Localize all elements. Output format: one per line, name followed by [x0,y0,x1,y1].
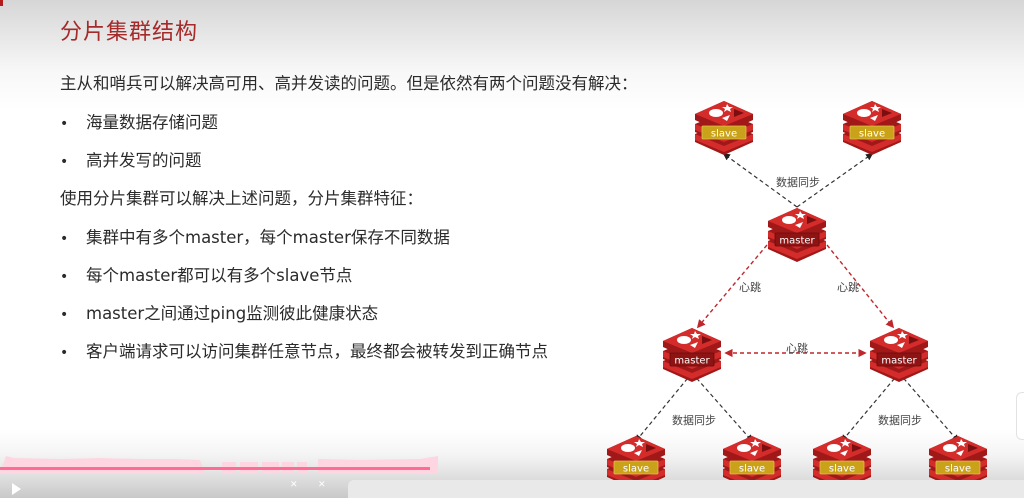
master-node: master [870,328,928,382]
redis-logo-icon [827,444,841,452]
control-icon[interactable]: ✕ [290,480,298,490]
feature-item: • 集群中有多个master，每个master保存不同数据 [60,224,450,248]
problem-text: 高并发写的问题 [86,151,202,170]
slave-node-label: slave [945,464,971,475]
heartbeat-label: 心跳 [739,280,761,294]
slave-node: slave [723,436,781,490]
sync-edge [796,153,874,208]
slide-title: 分片集群结构 [60,20,199,45]
sync-edge [841,372,900,443]
danmaku-input[interactable] [348,480,1024,498]
sync-label: 数据同步 [776,175,820,189]
sync-edge [722,153,798,208]
slave-node: slave [843,101,901,155]
sync-edge [898,372,959,443]
problem-text: 海量数据存储问题 [86,113,218,132]
heartbeat-label: 心跳 [786,341,808,355]
feature-item: • master之间通过ping监测彼此健康状态 [60,300,378,324]
redis-logo-icon [782,216,796,224]
feature-item: • 每个master都可以有多个slave节点 [60,262,352,286]
redis-logo-icon [621,444,635,452]
feature-text: master之间通过ping监测彼此健康状态 [86,304,379,323]
master-node-label: master [779,236,815,247]
problem-item: • 高并发写的问题 [60,147,202,171]
heartbeat-label: 心跳 [837,280,859,294]
bullet-icon: • [60,345,69,361]
progress-heatmap [0,456,438,474]
feature-text: 集群中有多个master，每个master保存不同数据 [86,228,450,247]
bullet-icon: • [60,116,69,132]
problem-item: • 海量数据存储问题 [60,109,218,133]
bullet-icon: • [60,269,69,285]
slave-node-label: slave [739,464,765,475]
master-node: master [663,328,721,382]
solution-intro-text: 使用分片集群可以解决上述问题，分片集群特征： [60,189,423,208]
player-control-bar: ✕ ✕ [0,476,1024,498]
slave-node-label: slave [829,464,855,475]
master-node-label: master [674,356,710,367]
video-progress-bar[interactable] [0,467,1024,470]
master-node: master [768,208,826,262]
heartbeat-edge [696,244,768,329]
redis-logo-icon [709,109,723,117]
redis-logo-icon [884,336,898,344]
bullet-icon: • [60,231,69,247]
video-progress-fill [0,467,431,470]
master-node-label: master [881,356,917,367]
sync-label: 数据同步 [672,413,716,427]
redis-logo-icon [857,109,871,117]
redis-logo-icon [737,444,751,452]
slave-node-label: slave [623,464,649,475]
control-icon[interactable]: ✕ [318,480,326,490]
slave-node-label: slave [859,129,885,140]
slave-node-label: slave [711,129,737,140]
sync-edge [635,372,693,443]
redis-logo-icon [943,444,957,452]
feature-text: 每个master都可以有多个slave节点 [86,266,353,285]
sync-label: 数据同步 [878,413,922,427]
bullet-icon: • [60,307,69,323]
heartbeat-edge [826,244,895,329]
play-icon[interactable] [12,483,21,495]
feature-item: • 客户端请求可以访问集群任意节点，最终都会被转发到正确节点 [60,338,548,362]
corner-mark [0,0,3,6]
bullet-icon: • [60,154,69,170]
redis-logo-icon [677,336,691,344]
slave-node: slave [929,436,987,490]
side-panel-tab[interactable] [1016,392,1024,440]
intro-text: 主从和哨兵可以解决高可用、高并发读的问题。但是依然有两个问题没有解决： [60,74,638,93]
sync-edge [691,372,753,443]
slave-node: slave [695,101,753,155]
feature-text: 客户端请求可以访问集群任意节点，最终都会被转发到正确节点 [86,342,548,361]
